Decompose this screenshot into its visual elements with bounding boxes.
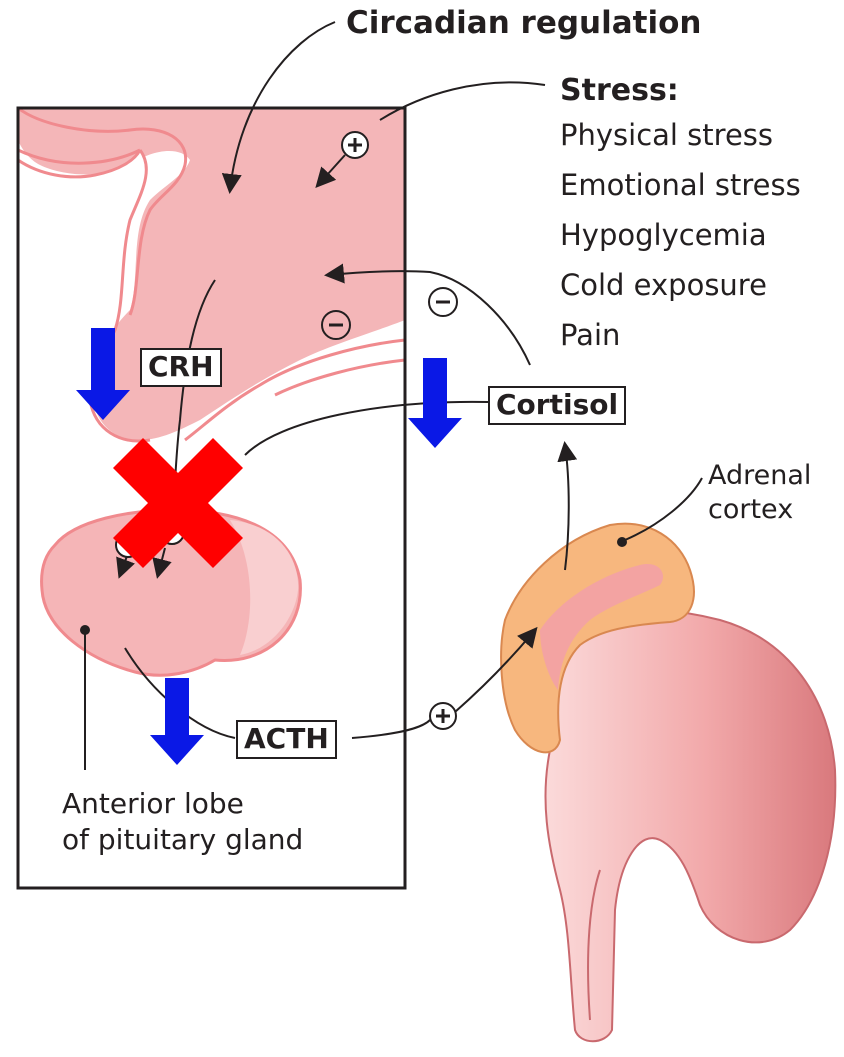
stress-item: Hypoglycemia [560,210,801,260]
crh-label: CRH [140,348,222,387]
circadian-regulation-label: Circadian regulation [346,8,702,39]
stress-item: Emotional stress [560,160,801,210]
acth-label: ACTH [236,720,337,759]
pituitary-label-line2: of pituitary gland [62,826,303,854]
kidney [545,607,835,1041]
stress-title: Stress: [560,76,679,106]
minus-sign-hypothalamus [322,311,350,339]
stress-item: Pain [560,310,801,360]
hypothalamus [18,108,405,441]
plus-sign-stress [342,132,368,158]
stress-item: Physical stress [560,110,801,160]
cortisol-label: Cortisol [488,386,626,425]
plus-sign-acth [430,703,456,729]
minus-sign-cortisol-top [429,288,457,316]
stress-item: Cold exposure [560,260,801,310]
adrenal-cortex-label-line2: cortex [708,496,793,523]
adrenal-cortex-label-line1: Adrenal [708,462,811,489]
pituitary-label-line1: Anterior lobe [62,790,244,818]
stress-list: Physical stress Emotional stress Hypogly… [560,110,801,360]
